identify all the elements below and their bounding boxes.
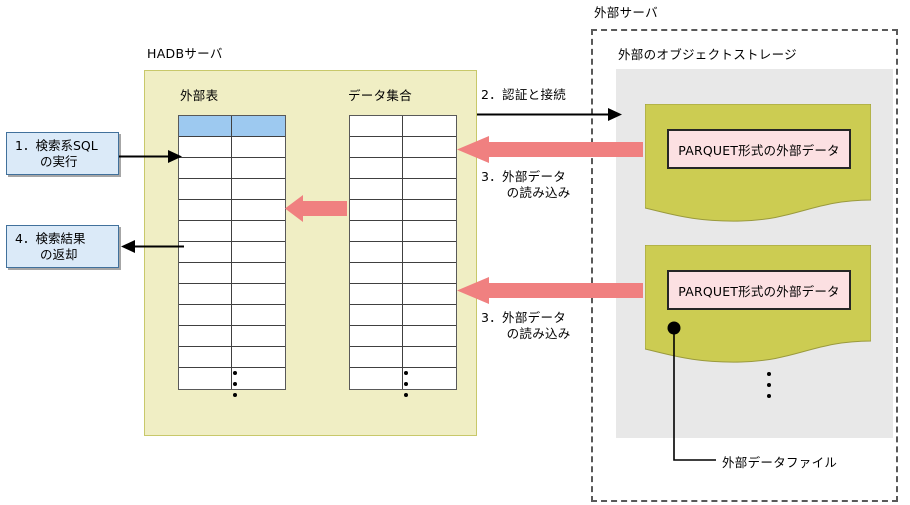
external-data-read-arrow-upper [457,136,643,163]
step4-result-box: 4．検索結果 の返却 [6,225,119,268]
object-storage-title: 外部のオブジェクトストレージ [618,47,797,62]
external-server-title: 外部サーバ [594,5,658,20]
sql-execution-arrow [119,150,182,163]
external-data-file-shape-1: PARQUET形式の外部データ [645,104,871,224]
step3-lower-label: 3．外部データ の読み込み [481,310,571,341]
external-data-file-callout-leader [667,321,716,461]
parquet-data-label-1: PARQUET形式の外部データ [667,129,851,169]
external-data-file-label: 外部データファイル [722,455,838,470]
external-table [178,115,286,390]
parquet-data-label-2: PARQUET形式の外部データ [667,270,851,310]
external-server-boundary [591,29,898,502]
step1-sql-box: 1．検索系SQL の実行 [6,132,119,175]
external-table-caption: 外部表 [180,88,219,103]
result-return-arrow [121,240,184,253]
internal-data-flow-arrow [285,195,347,222]
external-data-read-arrow-lower [457,277,643,304]
hadb-server-title: HADBサーバ [147,46,223,61]
dataset-table-ellipsis [404,371,408,397]
external-data-file-shape-2: PARQUET形式の外部データ [645,245,871,365]
step3-upper-label: 3．外部データ の読み込み [481,169,571,200]
dataset-table [349,115,457,390]
step2-label: 2．認証と接続 [481,87,567,102]
storage-ellipsis [767,372,771,398]
auth-connect-arrow [477,108,622,121]
dataset-caption: データ集合 [348,88,413,103]
external-table-ellipsis [233,371,237,397]
